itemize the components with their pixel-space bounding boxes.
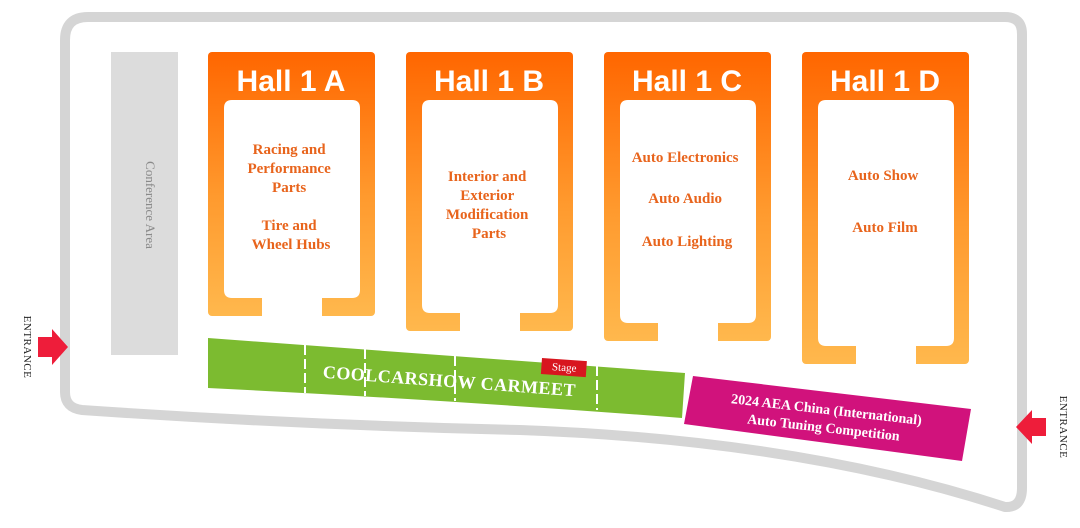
hall-1a[interactable]: Hall 1 A Racing and Performance Parts Ti…: [208, 52, 375, 316]
entrance-arrow-icon: [38, 329, 68, 365]
hall-category: Auto Electronics: [632, 150, 739, 166]
carmeet-area[interactable]: COOLCARSHOW CARMEET: [208, 338, 685, 418]
entrance-left-label: ENTRANCE: [21, 316, 33, 379]
stage-label: Stage: [552, 361, 577, 375]
entrance-left[interactable]: ENTRANCE: [21, 316, 68, 379]
entrance-arrow-icon: [1016, 410, 1046, 444]
hall-category: Auto Film: [852, 220, 918, 236]
entrance-right-label: ENTRANCE: [1057, 396, 1069, 459]
hall-category: Parts: [272, 180, 306, 196]
conference-area-label: Conference Area: [143, 161, 158, 249]
hall-category: Auto Audio: [648, 191, 722, 207]
hall-category: Performance: [247, 161, 331, 177]
entrance-right[interactable]: ENTRANCE: [1016, 396, 1069, 459]
hall-category: Parts: [472, 226, 506, 242]
conference-area: [111, 52, 178, 355]
hall-title: Hall 1 D: [830, 65, 940, 98]
hall-title: Hall 1 C: [632, 65, 742, 98]
hall-1b[interactable]: Hall 1 B Interior and Exterior Modificat…: [406, 52, 573, 331]
hall-category: Auto Show: [848, 168, 919, 184]
stage[interactable]: Stage: [540, 358, 587, 378]
hall-category: Auto Lighting: [642, 234, 733, 250]
hall-category: Tire and: [262, 218, 318, 234]
svg-text:Racing and Performance: Racing and Performance Parts Tire and Wh…: [247, 142, 334, 253]
svg-text:Auto Show Auto Film: Auto Show Auto Film: [848, 168, 922, 236]
svg-text:Interior and Exterior: Interior and Exterior Modification Parts: [446, 169, 532, 242]
svg-text:Auto Electronics Auto Au: Auto Electronics Auto Audio Auto Lightin…: [632, 150, 743, 250]
hall-category: Modification: [446, 207, 529, 223]
hall-category: Exterior: [460, 188, 514, 204]
hall-category: Wheel Hubs: [252, 237, 331, 253]
hall-title: Hall 1 A: [237, 65, 346, 98]
hall-1d[interactable]: Hall 1 D Auto Show Auto Film: [802, 52, 969, 364]
hall-title: Hall 1 B: [434, 65, 544, 98]
hall-1c[interactable]: Hall 1 C Auto Electronics Auto Audio Aut…: [604, 52, 771, 341]
hall-category: Racing and: [253, 142, 327, 158]
hall-category: Interior and: [448, 169, 527, 185]
